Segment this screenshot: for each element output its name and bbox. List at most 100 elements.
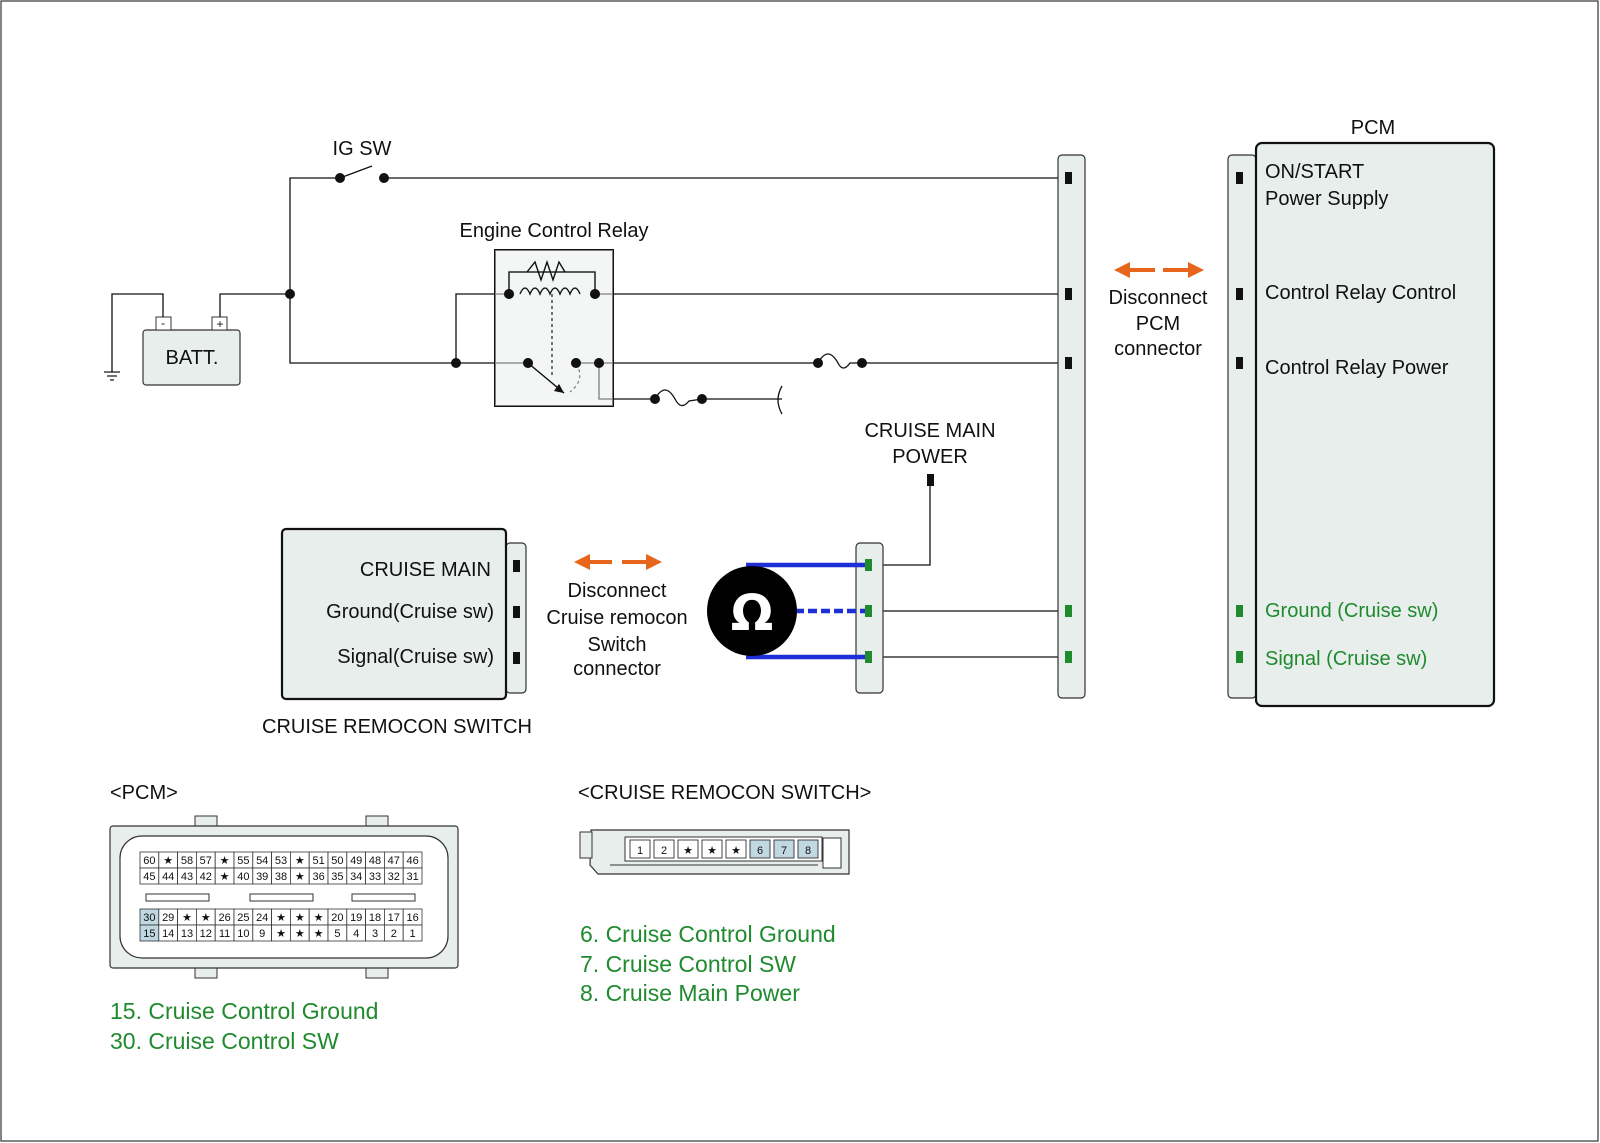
pcm-pin-label: 14 — [162, 928, 174, 940]
pcm-pin-label: 34 — [350, 871, 362, 883]
pcm-pin-label: ★ — [220, 871, 230, 883]
pcm-pin-label: ★ — [314, 912, 324, 924]
switch-pin-label: 8 — [805, 845, 811, 857]
switch-pin-label: 7 — [781, 845, 787, 857]
pcm-pin-label: 40 — [237, 871, 249, 883]
cruise-main-power-label-1: CRUISE MAIN — [864, 420, 995, 442]
pcm-pin-label: 43 — [181, 871, 193, 883]
pcm-on-start-label: ON/START — [1265, 161, 1364, 183]
batt-label: BATT. — [166, 347, 219, 369]
pcm-pin-label: ★ — [276, 912, 286, 924]
batt-minus-label: - — [161, 316, 165, 330]
pcm-pin-label: ★ — [201, 912, 211, 924]
pcm-pin-label: 12 — [200, 928, 212, 940]
pcm-pin-label: 3 — [372, 928, 378, 940]
pcm-pin-label: 45 — [143, 871, 155, 883]
pcm-harness-connector — [1057, 154, 1086, 699]
disconnect-pcm-label-3: connector — [1114, 338, 1202, 360]
pcm-pin-label: 18 — [369, 912, 381, 924]
engine-control-relay-label: Engine Control Relay — [460, 220, 649, 242]
switch-pin-label: ★ — [707, 845, 717, 857]
pcm-pin-label: 55 — [237, 855, 249, 867]
pcm-pin-label: 42 — [200, 871, 212, 883]
switch-pin-cell — [725, 839, 747, 859]
pcm-pin-label: 25 — [237, 912, 249, 924]
pcm-pin-label: 44 — [162, 871, 174, 883]
ohm-symbol: Ω — [731, 584, 774, 642]
disconnect-switch-label-4: connector — [573, 658, 661, 680]
pcm-pin-label: 1 — [410, 928, 416, 940]
pcm-connector-title: <PCM> — [110, 782, 178, 804]
switch-pin-label: 1 — [637, 845, 643, 857]
disconnect-pcm-label-1: Disconnect — [1109, 287, 1208, 309]
pcm-pin-label: 19 — [350, 912, 362, 924]
pcm-pin-label: 31 — [406, 871, 418, 883]
pcm-pin-label: ★ — [182, 912, 192, 924]
switch-legend-8: 8. Cruise Main Power — [580, 980, 800, 1006]
pcm-pin-label: 29 — [162, 912, 174, 924]
pcm-pin-label: ★ — [295, 912, 305, 924]
switch-pin-cell — [797, 839, 819, 859]
pcm-pin-cell — [402, 924, 423, 942]
switch-pin-cell — [653, 839, 675, 859]
pcm-legend-30: 30. Cruise Control SW — [110, 1028, 339, 1054]
pcm-legend-15: 15. Cruise Control Ground — [110, 998, 378, 1024]
disconnect-switch-label-3: Switch — [588, 634, 647, 656]
pcm-pin-label: ★ — [314, 928, 324, 940]
pcm-pin-label: 38 — [275, 871, 287, 883]
cruise-remocon-switch-module — [280, 527, 527, 701]
pcm-ground-label: Ground (Cruise sw) — [1265, 600, 1438, 622]
switch-connector-title: <CRUISE REMOCON SWITCH> — [578, 782, 871, 804]
cruise-main-power-pin — [927, 474, 934, 486]
pcm-pin-label: 51 — [312, 855, 324, 867]
switch-cruise-main-label: CRUISE MAIN — [360, 559, 491, 581]
switch-pin-cell — [749, 839, 771, 859]
switch-pin-cell — [629, 839, 651, 859]
pcm-pin-label: 2 — [391, 928, 397, 940]
probe-wires — [746, 562, 865, 660]
pcm-pin-label: ★ — [295, 855, 305, 867]
pcm-pin-label: 50 — [331, 855, 343, 867]
switch-pin-label: ★ — [683, 845, 693, 857]
pcm-power-supply-label: Power Supply — [1265, 188, 1388, 210]
pcm-pin-label: 20 — [331, 912, 343, 924]
switch-legend-6: 6. Cruise Control Ground — [580, 921, 836, 947]
pcm-pin-label: ★ — [276, 928, 286, 940]
disconnect-switch-label-1: Disconnect — [568, 580, 667, 602]
pcm-pin-label: 60 — [143, 855, 155, 867]
pcm-pin-label: 58 — [181, 855, 193, 867]
switch-pin-label: 6 — [757, 845, 763, 857]
ig-sw-label: IG SW — [333, 138, 392, 160]
pcm-pin-label: 13 — [181, 928, 193, 940]
pcm-pin-label: 39 — [256, 871, 268, 883]
pcm-pin-label: 36 — [312, 871, 324, 883]
pcm-pin-label: ★ — [163, 855, 173, 867]
pcm-pin-label: 4 — [353, 928, 359, 940]
battery: - + BATT. — [142, 316, 241, 386]
pcm-pin-label: 49 — [350, 855, 362, 867]
disconnect-switch-label-2: Cruise remocon — [546, 607, 687, 629]
switch-signal-label: Signal(Cruise sw) — [337, 646, 494, 668]
pcm-pin-cell — [402, 867, 423, 885]
switch-legend-7: 7. Cruise Control SW — [580, 951, 796, 977]
pcm-pin-label: 54 — [256, 855, 268, 867]
pcm-pin-label: 11 — [219, 928, 230, 940]
disconnect-pcm-arrow-icon — [1114, 262, 1204, 278]
pcm-pin-label: 15 — [143, 928, 155, 940]
pcm-pin-label: 24 — [256, 912, 268, 924]
pcm-pin-label: 26 — [218, 912, 230, 924]
cruise-remocon-switch-label: CRUISE REMOCON SWITCH — [262, 716, 532, 738]
ground-symbol — [104, 293, 164, 381]
pcm-pin-label: 33 — [369, 871, 381, 883]
pcm-pin-label: 53 — [275, 855, 287, 867]
pcm-pin-label: 30 — [143, 912, 155, 924]
pcm-pin-label: ★ — [295, 928, 305, 940]
pcm-pin-label: 5 — [334, 928, 340, 940]
pcm-pin-label: 32 — [388, 871, 400, 883]
pcm-pin-label: 35 — [331, 871, 343, 883]
